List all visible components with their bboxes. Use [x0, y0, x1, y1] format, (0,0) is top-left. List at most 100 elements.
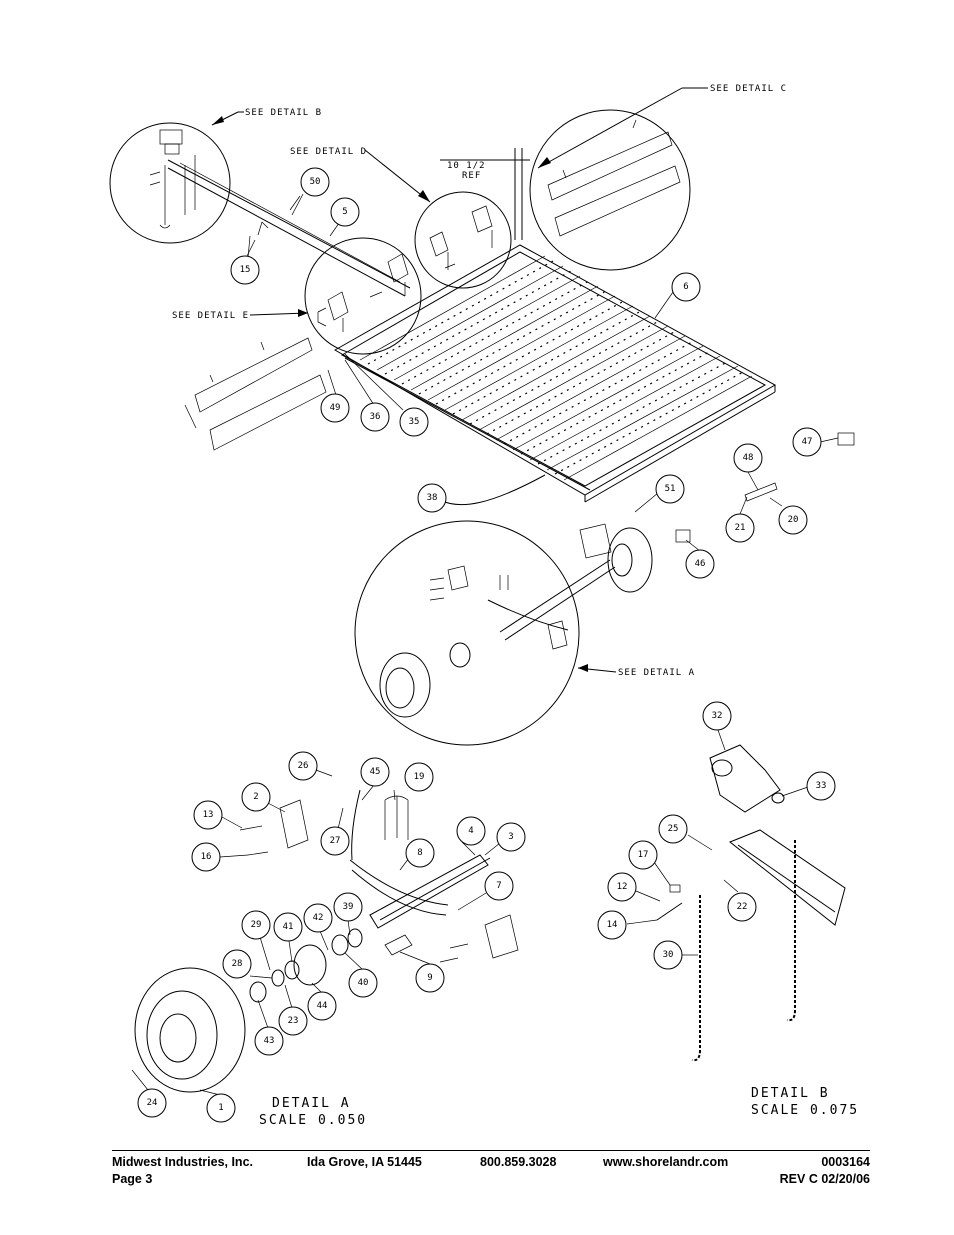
svg-text:49: 49 — [330, 403, 341, 413]
bubble-leaders — [131, 193, 839, 1096]
svg-text:50: 50 — [310, 177, 321, 187]
bubble-17: 17 — [628, 840, 658, 870]
svg-text:23: 23 — [288, 1016, 299, 1026]
see-detail-c-callout: SEE DETAIL C — [710, 84, 787, 94]
bubble-20: 20 — [778, 505, 808, 535]
see-detail-a-callout: SEE DETAIL A — [618, 668, 695, 678]
ref-dimension-value: 10 1/2 — [447, 161, 486, 171]
svg-text:29: 29 — [251, 920, 262, 930]
svg-text:41: 41 — [283, 922, 294, 932]
bubble-51: 51 — [655, 474, 685, 504]
detail-a-scale: SCALE 0.050 — [259, 1113, 367, 1128]
svg-text:36: 36 — [370, 412, 381, 422]
deck-frame — [333, 244, 777, 503]
svg-text:1: 1 — [218, 1103, 223, 1113]
side-panel-left — [184, 337, 327, 451]
bubble-24: 24 — [137, 1088, 167, 1118]
bubble-2: 2 — [241, 782, 271, 812]
bubble-44: 44 — [307, 991, 337, 1021]
svg-text:17: 17 — [638, 850, 649, 860]
bubble-26: 26 — [288, 751, 318, 781]
svg-text:14: 14 — [607, 920, 618, 930]
revision-date: REV C 02/20/06 — [779, 1172, 870, 1186]
svg-text:42: 42 — [313, 913, 324, 923]
svg-text:51: 51 — [665, 484, 676, 494]
bubble-4: 4 — [456, 816, 486, 846]
svg-text:12: 12 — [617, 882, 628, 892]
document-number: 0003164 — [821, 1155, 870, 1169]
company-website[interactable]: www.shorelandr.com — [603, 1155, 729, 1169]
bubble-48: 48 — [733, 443, 763, 473]
see-detail-b-callout: SEE DETAIL B — [245, 108, 322, 118]
svg-text:46: 46 — [695, 559, 706, 569]
svg-text:20: 20 — [788, 515, 799, 525]
bubble-42: 42 — [303, 903, 333, 933]
part-47-block — [837, 432, 855, 446]
svg-text:4: 4 — [468, 826, 473, 836]
bubble-49: 49 — [320, 393, 350, 423]
svg-text:25: 25 — [668, 824, 679, 834]
detail-b-scale: SCALE 0.075 — [751, 1103, 859, 1118]
bubble-25: 25 — [658, 814, 688, 844]
svg-text:45: 45 — [370, 767, 381, 777]
bubble-9: 9 — [415, 963, 445, 993]
see-detail-d-callout: SEE DETAIL D — [290, 147, 367, 157]
svg-text:28: 28 — [232, 959, 243, 969]
svg-text:5: 5 — [342, 207, 347, 217]
svg-text:48: 48 — [743, 453, 754, 463]
detail-d-view — [414, 191, 512, 289]
detail-c-view — [529, 109, 691, 271]
bubble-43: 43 — [254, 1026, 284, 1056]
bubble-27: 27 — [320, 826, 350, 856]
svg-text:47: 47 — [802, 437, 813, 447]
svg-text:26: 26 — [298, 761, 309, 771]
svg-text:19: 19 — [414, 772, 425, 782]
bubble-47: 47 — [792, 427, 822, 457]
bubble-39: 39 — [333, 892, 363, 922]
bubble-46: 46 — [685, 549, 715, 579]
detail-b-exploded — [656, 744, 846, 1062]
svg-text:16: 16 — [201, 852, 212, 862]
bubble-29: 29 — [241, 910, 271, 940]
ref-dimension-label: REF — [462, 171, 481, 181]
svg-text:8: 8 — [417, 848, 422, 858]
bubble-6: 6 — [671, 272, 701, 302]
bubble-21: 21 — [725, 513, 755, 543]
svg-text:39: 39 — [343, 902, 354, 912]
detail-b-view — [109, 122, 231, 244]
bubble-45: 45 — [360, 757, 390, 787]
svg-text:40: 40 — [358, 978, 369, 988]
bubble-22: 22 — [727, 892, 757, 922]
company-phone: 800.859.3028 — [480, 1155, 557, 1169]
bubble-15: 15 — [230, 255, 260, 285]
svg-text:3: 3 — [508, 832, 513, 842]
bubble-1: 1 — [206, 1093, 236, 1123]
detail-b-title: DETAIL B — [751, 1086, 830, 1101]
svg-text:43: 43 — [264, 1036, 275, 1046]
bubble-16: 16 — [191, 842, 221, 872]
page-footer: Midwest Industries, Inc. Ida Grove, IA 5… — [112, 1150, 870, 1186]
svg-text:33: 33 — [816, 781, 827, 791]
svg-text:21: 21 — [735, 523, 746, 533]
axle-assembly — [499, 523, 653, 641]
bubble-19: 19 — [404, 762, 434, 792]
detail-a-view — [354, 520, 580, 746]
bubble-5: 5 — [330, 197, 360, 227]
company-city: Ida Grove, IA 51445 — [307, 1155, 422, 1169]
svg-text:7: 7 — [496, 881, 501, 891]
svg-text:13: 13 — [203, 810, 214, 820]
detail-e-view — [304, 237, 422, 355]
svg-text:15: 15 — [240, 265, 251, 275]
bubble-12: 12 — [607, 872, 637, 902]
svg-text:9: 9 — [427, 973, 432, 983]
svg-text:32: 32 — [712, 711, 723, 721]
svg-text:35: 35 — [409, 417, 420, 427]
bubble-8: 8 — [405, 838, 435, 868]
bubble-30: 30 — [653, 940, 683, 970]
bubble-33: 33 — [806, 771, 836, 801]
bubble-23: 23 — [278, 1006, 308, 1036]
page-number: Page 3 — [112, 1172, 153, 1186]
bubble-36: 36 — [360, 402, 390, 432]
see-detail-e-callout: SEE DETAIL E — [172, 311, 249, 321]
